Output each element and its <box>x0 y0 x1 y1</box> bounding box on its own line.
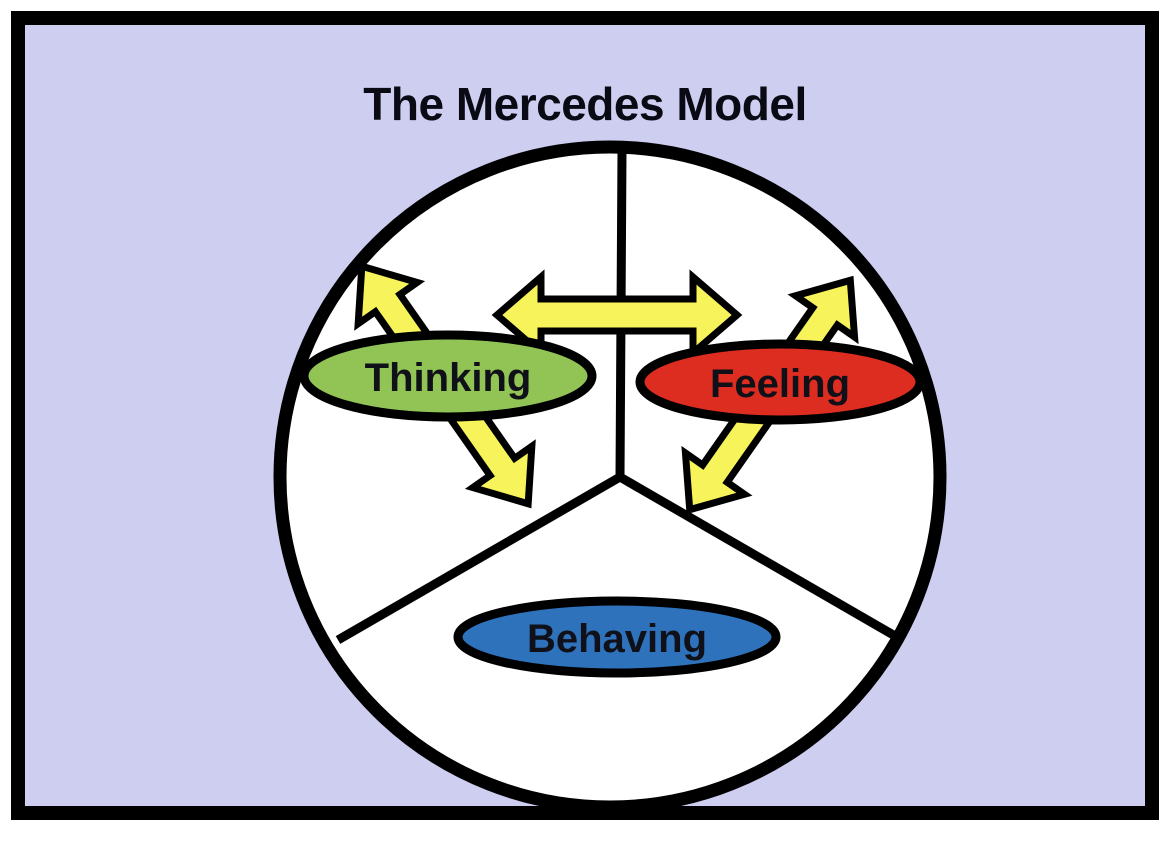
divider-line-lower-left <box>335 473 623 644</box>
node-thinking[interactable]: Thinking <box>299 330 597 422</box>
mercedes-circle <box>273 140 947 806</box>
node-behaving-ellipse[interactable] <box>453 596 781 678</box>
node-feeling[interactable]: Feeling <box>635 339 925 425</box>
node-thinking-ellipse[interactable] <box>299 330 597 422</box>
node-behaving[interactable]: Behaving <box>453 596 781 678</box>
diagram-canvas: The Mercedes Model <box>25 25 1145 806</box>
diagram-stage: Thinking Feeling Behaving <box>25 25 1145 806</box>
image-frame-border: The Mercedes Model <box>11 11 1159 820</box>
node-feeling-ellipse[interactable] <box>635 339 925 425</box>
divider-line-lower-right <box>617 473 905 644</box>
arrow-thinking-feeling <box>491 269 743 361</box>
page-title: The Mercedes Model <box>363 78 807 130</box>
